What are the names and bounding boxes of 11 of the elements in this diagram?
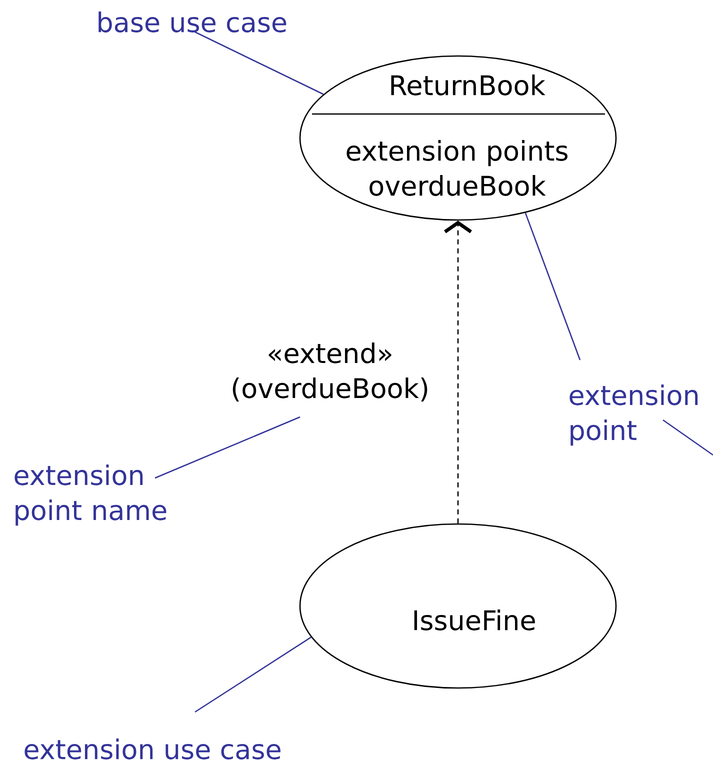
annotation-text: extension use case bbox=[24, 738, 280, 760]
leader-line bbox=[194, 31, 324, 95]
leader-line bbox=[662, 419, 713, 456]
annotation-text: extension point bbox=[570, 384, 698, 446]
leader-line bbox=[194, 636, 312, 713]
leader-line bbox=[154, 416, 300, 479]
stereotype-label: «extend» (overdueBook) bbox=[232, 342, 428, 402]
annotation-text: extension point name bbox=[14, 464, 166, 526]
extend-arrow bbox=[444, 220, 472, 524]
annotation-text: base use case bbox=[98, 12, 286, 32]
leader-line bbox=[524, 212, 581, 360]
